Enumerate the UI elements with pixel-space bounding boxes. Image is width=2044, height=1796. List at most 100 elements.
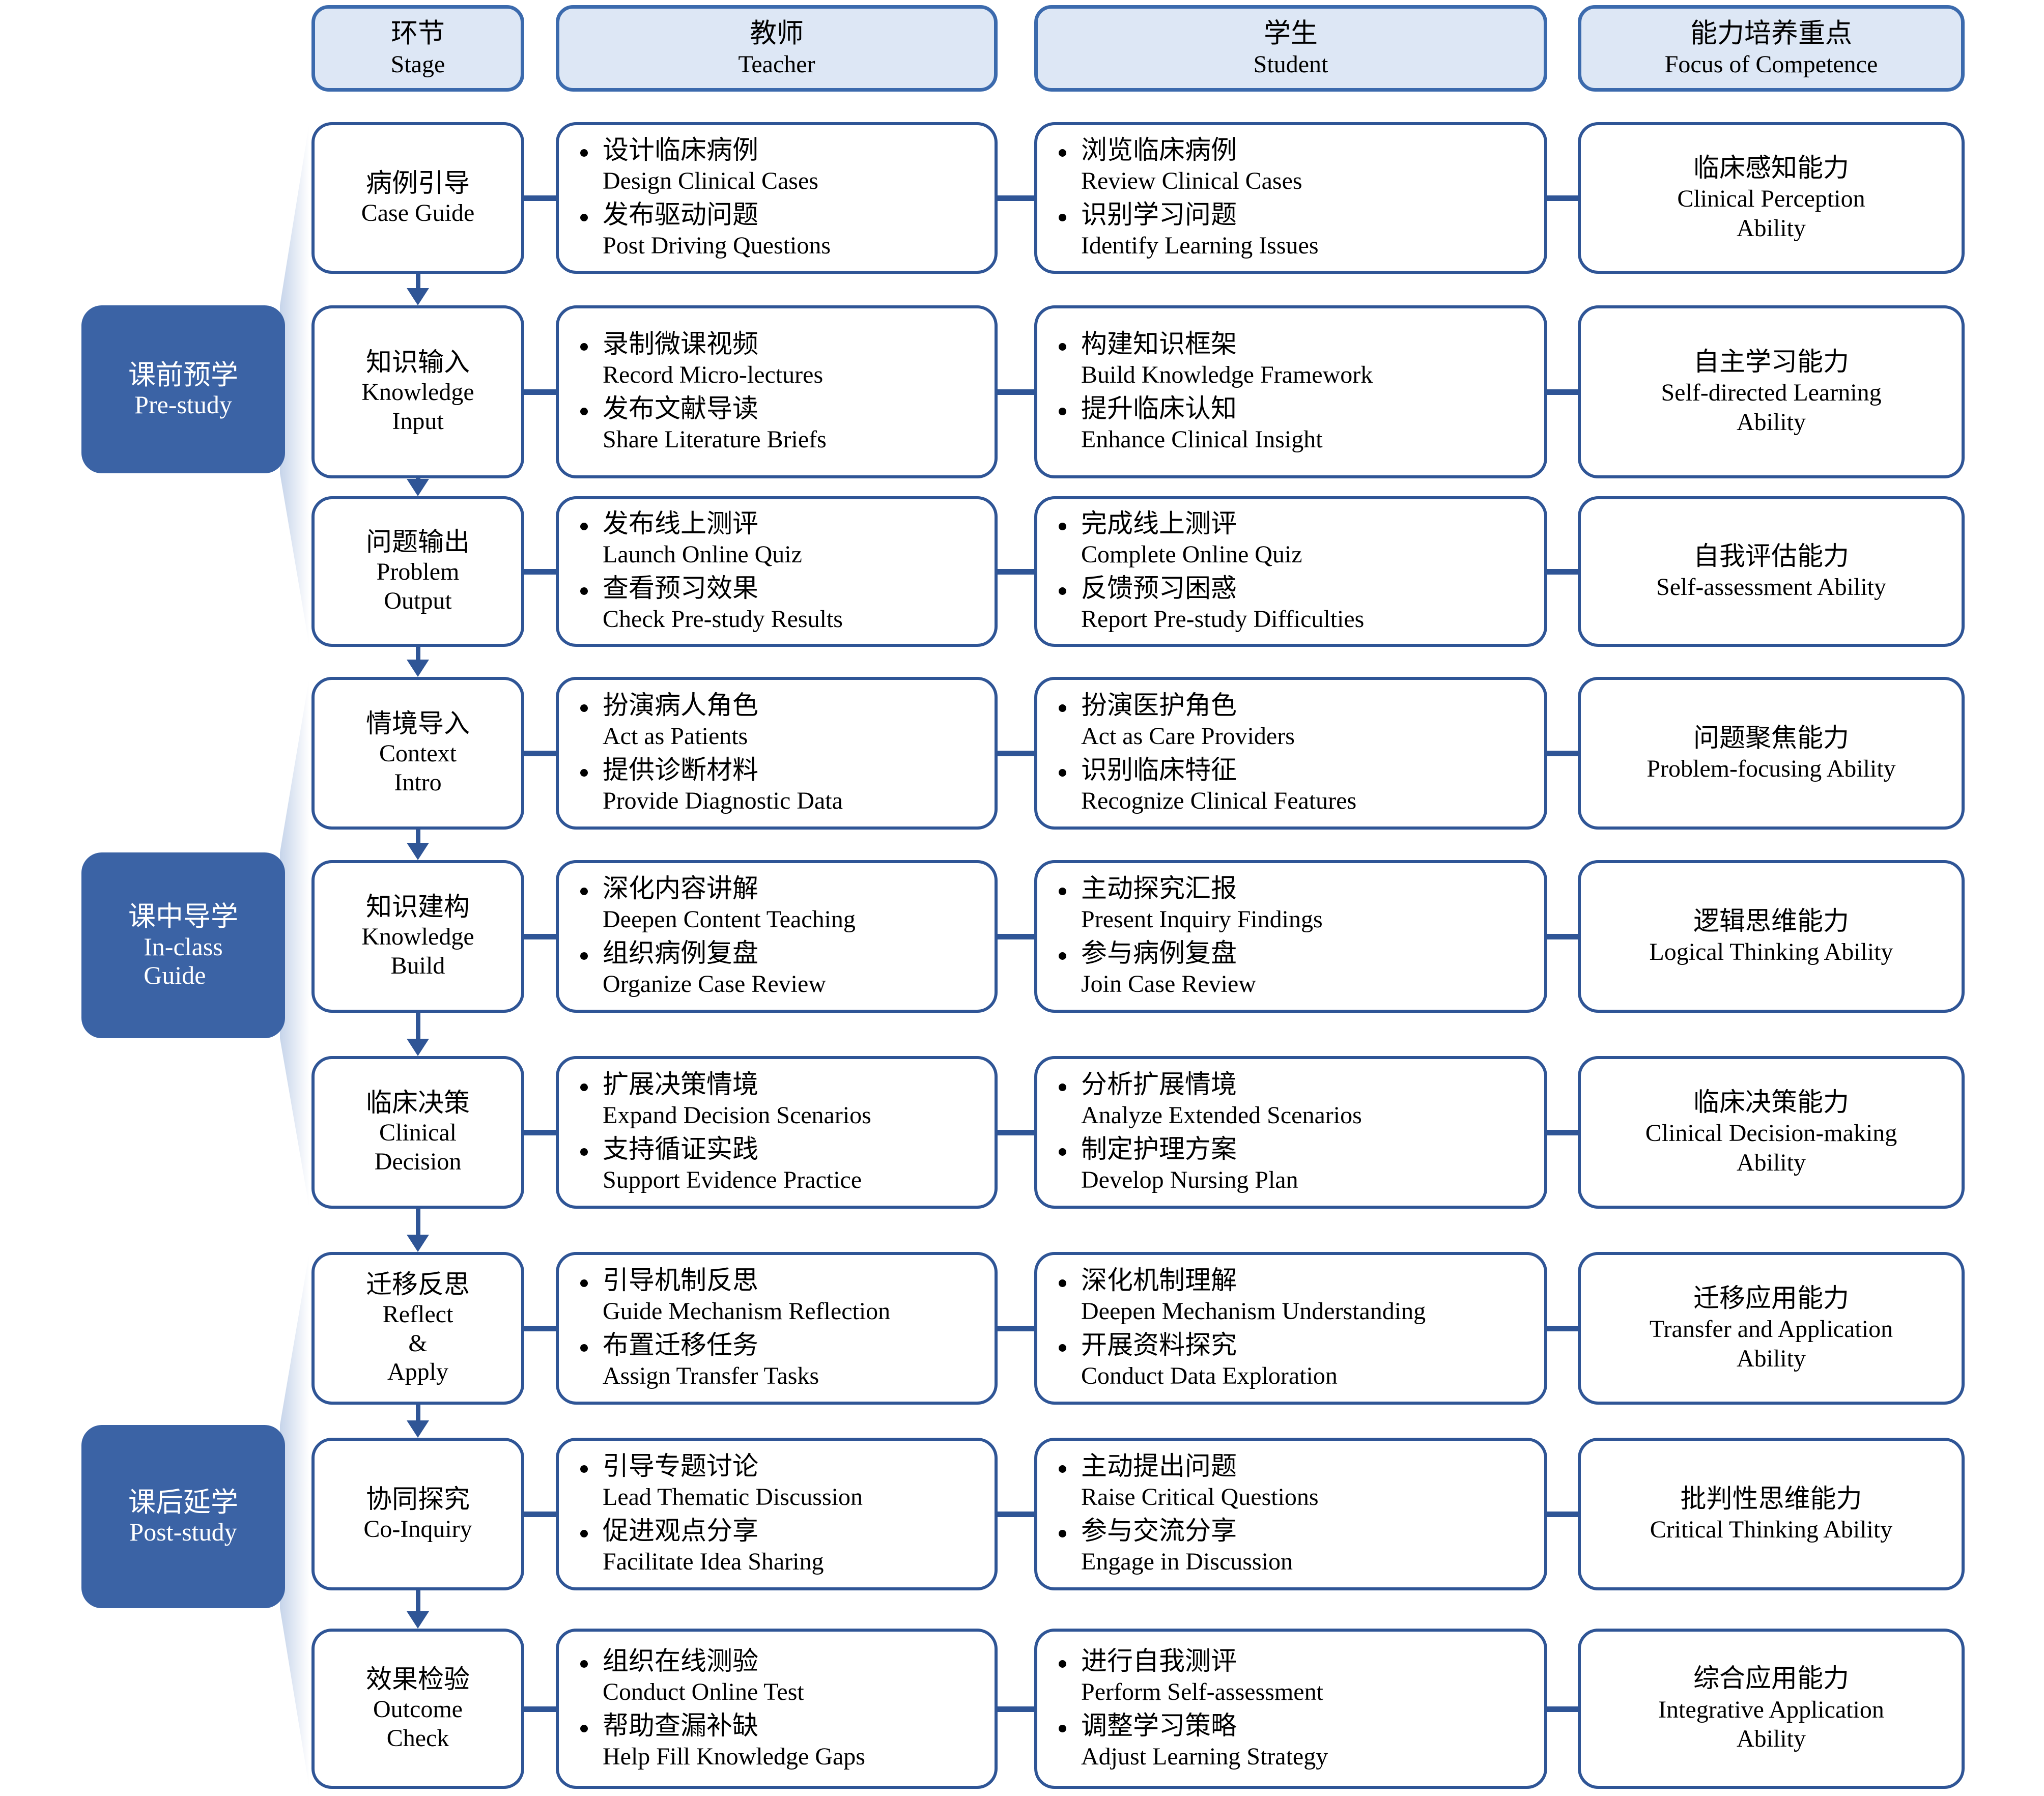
student-bullet-en: Present Inquiry Findings <box>1081 906 1323 933</box>
stage-label-cn: 知识输入 <box>365 349 470 378</box>
connector-teacher-student-7 <box>996 1512 1036 1517</box>
teacher-bullet-en: Help Fill Knowledge Gaps <box>603 1743 865 1770</box>
stage-label-en-line1: Reflect <box>382 1301 453 1328</box>
competence-label-cn: 自主学习能力 <box>1693 348 1849 377</box>
student-bullet-cn: 反馈预习困惑 <box>1081 575 1237 603</box>
student-bullet-cn: 识别临床特征 <box>1081 756 1237 785</box>
competence-label-cn: 问题聚焦能力 <box>1693 724 1849 753</box>
teacher-bullet-en: Lead Thematic Discussion <box>603 1484 863 1511</box>
stage-flow-line-0 <box>416 274 420 290</box>
stage-flow-arrow-6 <box>407 1420 429 1438</box>
connector-student-competence-4 <box>1545 934 1580 939</box>
connector-stage-teacher-2 <box>522 569 558 575</box>
competence-label-en-line2: Ability <box>1736 1149 1806 1176</box>
stage-label-en-line1: Knowledge <box>361 923 474 951</box>
connector-stage-teacher-5 <box>522 1130 558 1135</box>
header-label-en: Focus of Competence <box>1664 50 1878 78</box>
stage-label-en-line2: Intro <box>394 769 442 796</box>
header-label-en: Stage <box>390 50 445 78</box>
competence-label-cn: 综合应用能力 <box>1693 1665 1849 1694</box>
teacher-bullet-en: Post Driving Questions <box>603 232 831 260</box>
teacher-bullet-cn: 组织病例复盘 <box>603 939 759 968</box>
teacher-bullet-cn: 录制微课视频 <box>603 330 759 359</box>
stage-label-cn: 病例引导 <box>365 169 470 198</box>
competence-label-en-line2: Ability <box>1736 1725 1806 1753</box>
competence-label-cn: 自我评估能力 <box>1693 542 1849 571</box>
connector-stage-teacher-4 <box>522 934 558 939</box>
header-label-en: Teacher <box>738 50 815 78</box>
student-bullet-en: Perform Self-assessment <box>1081 1678 1323 1705</box>
student-bullet-cn: 参与病例复盘 <box>1081 939 1237 968</box>
stage-label-cn: 问题输出 <box>365 528 470 557</box>
teacher-bullet-en: Provide Diagnostic Data <box>603 787 843 815</box>
phase-label-cn: 课前预学 <box>128 359 238 390</box>
student-bullet-en: Complete Online Quiz <box>1081 541 1302 568</box>
stage-flow-line-4 <box>416 1013 420 1041</box>
connector-student-competence-7 <box>1545 1512 1580 1517</box>
stage-flow-arrow-7 <box>407 1611 429 1629</box>
student-bullet-cn: 主动提出问题 <box>1081 1452 1237 1481</box>
student-bullet-en: Conduct Data Exploration <box>1081 1362 1338 1390</box>
connector-teacher-student-1 <box>996 389 1036 395</box>
student-bullet-cn: 主动探究汇报 <box>1081 875 1237 904</box>
stage-flow-arrow-1 <box>407 479 429 496</box>
connector-stage-teacher-7 <box>522 1512 558 1517</box>
connector-teacher-student-8 <box>996 1706 1036 1712</box>
connector-student-competence-1 <box>1545 389 1580 395</box>
teacher-bullet-cn: 深化内容讲解 <box>603 875 759 904</box>
connector-teacher-student-4 <box>996 934 1036 939</box>
